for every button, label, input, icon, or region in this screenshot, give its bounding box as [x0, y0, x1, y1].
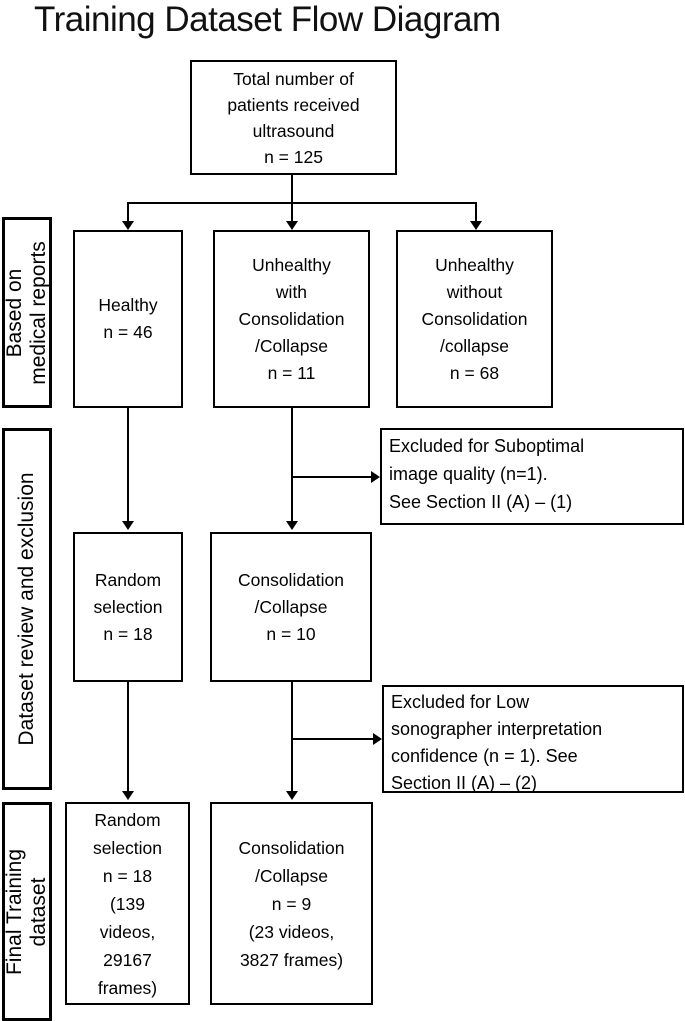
connector-healthy-to-random: [127, 408, 129, 524]
sidebar-dataset-review-and-exclusion: Dataset review and exclusion: [2, 428, 52, 790]
connector-drop-unhealthy-with: [291, 202, 293, 223]
box-total-patients: Total number of patients received ultras…: [190, 60, 397, 175]
sidebar-label: Final Training dataset: [3, 848, 50, 975]
sidebar-based-on-medical-reports: Based on medical reports: [2, 217, 52, 408]
sidebar-label: Based on medical reports: [3, 240, 50, 385]
box-unhealthy-with-consolidation: Unhealthy with Consolidation /Collapse n…: [213, 230, 370, 408]
connector-branch-bar: [127, 202, 477, 204]
sidebar-label: Dataset review and exclusion: [15, 472, 38, 746]
arrowhead-down-icon: [470, 221, 482, 230]
box-consolidation-collapse-final: Consolidation /Collapse n = 9 (23 videos…: [210, 802, 373, 1005]
sidebar-final-training-dataset: Final Training dataset: [2, 802, 52, 1021]
arrowhead-down-icon: [286, 521, 298, 530]
connector-to-excluded-confidence: [292, 738, 374, 740]
box-random-selection-final: Random selection n = 18 (139 videos, 291…: [65, 802, 190, 1005]
connector-drop-healthy: [127, 202, 129, 223]
connector-total-stem: [291, 173, 293, 204]
box-consolidation-collapse-n10: Consolidation /Collapse n = 10: [210, 532, 372, 682]
connector-random-to-final: [127, 682, 129, 794]
box-random-selection: Random selection n = 18: [73, 532, 183, 682]
box-healthy: Healthy n = 46: [73, 230, 183, 408]
arrowhead-down-icon: [286, 221, 298, 230]
arrowhead-down-icon: [286, 791, 298, 800]
arrowhead-right-icon: [371, 471, 380, 483]
arrowhead-down-icon: [122, 521, 134, 530]
connector-to-excluded-suboptimal: [292, 476, 372, 478]
diagram-title: Training Dataset Flow Diagram: [34, 0, 501, 39]
connector-unhealthy-to-consolidation: [291, 408, 293, 524]
box-unhealthy-without-consolidation: Unhealthy without Consolidation /collaps…: [396, 230, 553, 408]
box-excluded-low-confidence: Excluded for Low sonographer interpretat…: [382, 685, 684, 793]
arrowhead-down-icon: [122, 221, 134, 230]
connector-drop-unhealthy-without: [475, 202, 477, 223]
arrowhead-right-icon: [373, 733, 382, 745]
arrowhead-down-icon: [122, 791, 134, 800]
box-excluded-suboptimal-quality: Excluded for Suboptimal image quality (n…: [380, 428, 684, 525]
